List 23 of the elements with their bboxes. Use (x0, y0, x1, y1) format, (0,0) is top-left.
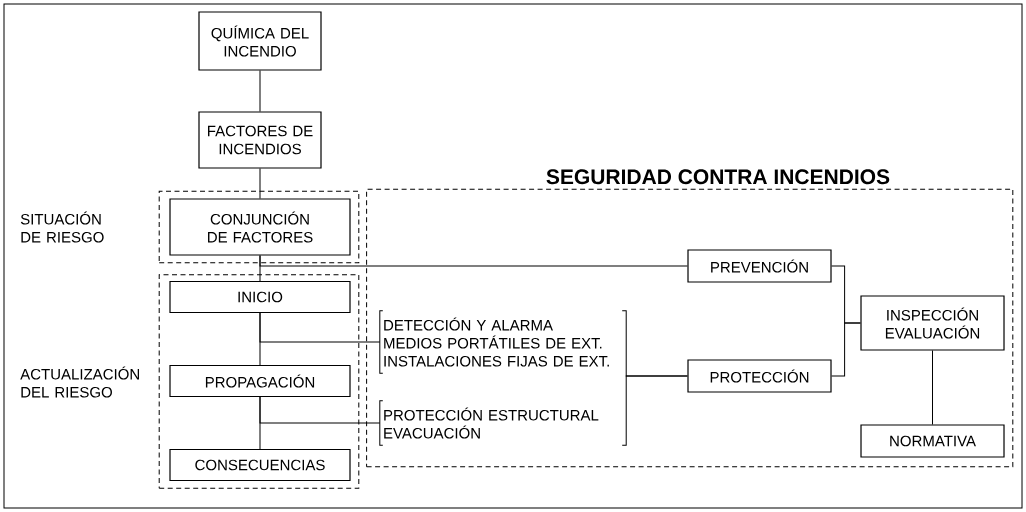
connector-line (621, 375, 688, 446)
bracketed-list: DETECCIÓN Y ALARMA MEDIOS PORTÁTILES DE EXT. INSTALACIONES FIJAS DE EXT. (379, 310, 609, 374)
connector-line (259, 70, 261, 112)
bracketed-list: PROTECCIÓN ESTRUCTURAL EVACUACIÓN (379, 400, 599, 446)
connector-line (259, 312, 381, 343)
process-box: INSPECCIÓN EVALUACIÓN (860, 295, 1005, 351)
process-box: CONJUNCIÓN DE FACTORES (169, 198, 351, 256)
group-heading: SEGURIDAD CONTRA INCENDIOS (546, 169, 890, 185)
process-box: QUÍMICA DEL INCENDIO (198, 11, 322, 71)
process-box: INICIO (169, 280, 351, 314)
connector-line (932, 350, 933, 425)
connector-line (259, 168, 261, 199)
connector-line (259, 396, 381, 424)
process-box: PROTECCIÓN (687, 359, 832, 393)
process-box: FACTORES DE INCENDIOS (198, 111, 322, 169)
process-box: PROPAGACIÓN (169, 364, 351, 398)
group-label: SITUACIÓN DE RIESGO (20, 211, 104, 243)
process-box: PREVENCIÓN (687, 249, 832, 283)
process-box: CONSECUENCIAS (169, 448, 351, 482)
connector-line (259, 255, 688, 267)
connector-line (831, 322, 861, 377)
group-label: ACTUALIZACIÓN DEL RIESGO (20, 366, 139, 398)
process-box: NORMATIVA (860, 424, 1005, 458)
